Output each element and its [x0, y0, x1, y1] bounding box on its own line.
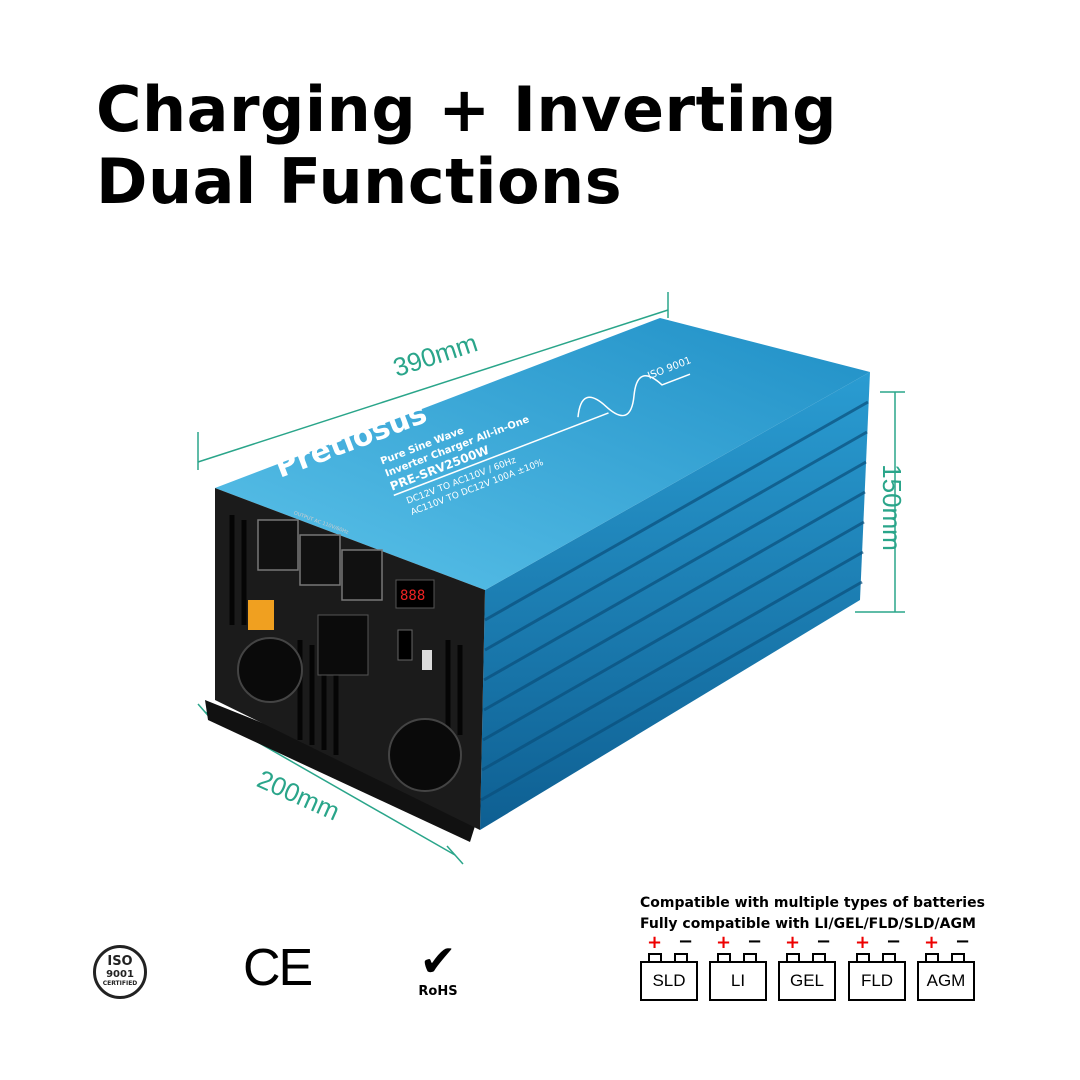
- battery-sld-icon: +−SLD: [640, 933, 698, 1001]
- headline: Charging + Inverting Dual Functions: [96, 74, 837, 218]
- heat-sink-fins: [480, 400, 869, 802]
- rohs-badge: ✔ RoHS: [408, 936, 468, 1000]
- battery-compatibility-heading: Compatible with multiple types of batter…: [640, 893, 985, 935]
- usb-port[interactable]: [422, 650, 432, 670]
- iso-9001-badge: ISO 9001 CERTIFIED: [93, 945, 147, 999]
- digital-display: [395, 579, 435, 609]
- mounting-bracket: [205, 700, 480, 842]
- checkmark-icon: ✔: [419, 936, 457, 987]
- fan-right-icon: [388, 718, 462, 792]
- compat-line-1: Compatible with multiple types of batter…: [640, 895, 985, 911]
- top-face: [215, 318, 870, 590]
- ce-mark: CE: [243, 939, 313, 997]
- power-switch[interactable]: [397, 629, 413, 661]
- battery-li-icon: +−LI: [709, 933, 767, 1001]
- fan-left-icon: [237, 637, 303, 703]
- headline-line-2: Dual Functions: [96, 145, 623, 218]
- battery-gel-icon: +−GEL: [778, 933, 836, 1001]
- compat-line-2: Fully compatible with LI/GEL/FLD/SLD/AGM: [640, 916, 976, 932]
- battery-terminal: [248, 600, 274, 630]
- battery-fld-icon: +−FLD: [848, 933, 906, 1001]
- sine-wave-icon: [577, 373, 691, 418]
- headline-line-1: Charging + Inverting: [96, 73, 837, 146]
- ac-outlets: [257, 519, 383, 601]
- svg-text:888: 888: [400, 588, 425, 604]
- height-dimension: 150mm: [876, 464, 907, 551]
- ac-input-port: [317, 614, 369, 676]
- battery-agm-icon: +−AGM: [917, 933, 975, 1001]
